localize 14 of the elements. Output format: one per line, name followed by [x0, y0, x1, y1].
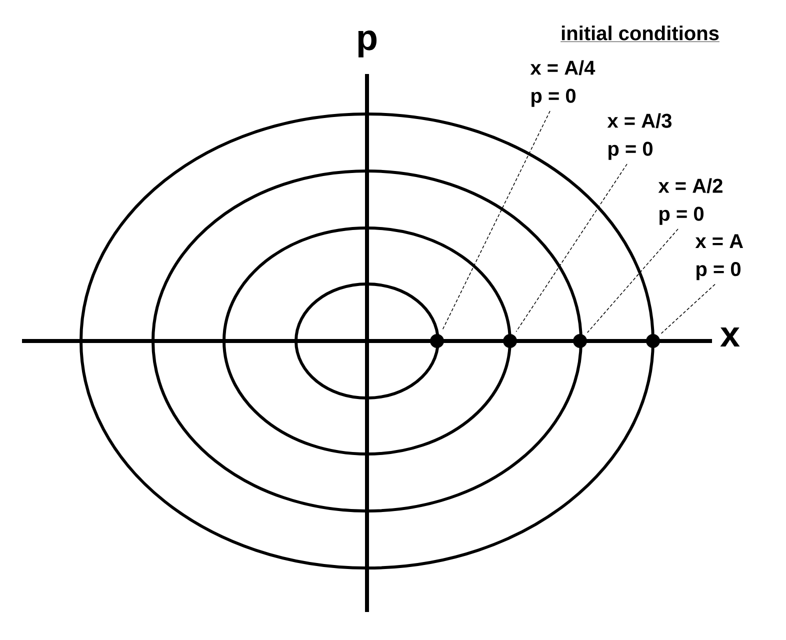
- leader-line: [586, 228, 678, 333]
- leader-line: [516, 164, 628, 332]
- condition-label: x = A/3 p = 0: [607, 113, 672, 160]
- leader-line: [442, 110, 550, 332]
- point-marker: [503, 334, 517, 348]
- heading: initial conditions: [560, 26, 720, 42]
- leader-line: [660, 284, 716, 334]
- point-marker: [430, 334, 444, 348]
- condition-label: x = A p = 0: [695, 234, 744, 280]
- point-marker: [646, 334, 660, 348]
- condition-label: x = A/4 p = 0: [530, 60, 596, 107]
- axis-label: p: [358, 30, 377, 58]
- axis-label: x: [720, 328, 740, 346]
- point-marker: [573, 334, 587, 348]
